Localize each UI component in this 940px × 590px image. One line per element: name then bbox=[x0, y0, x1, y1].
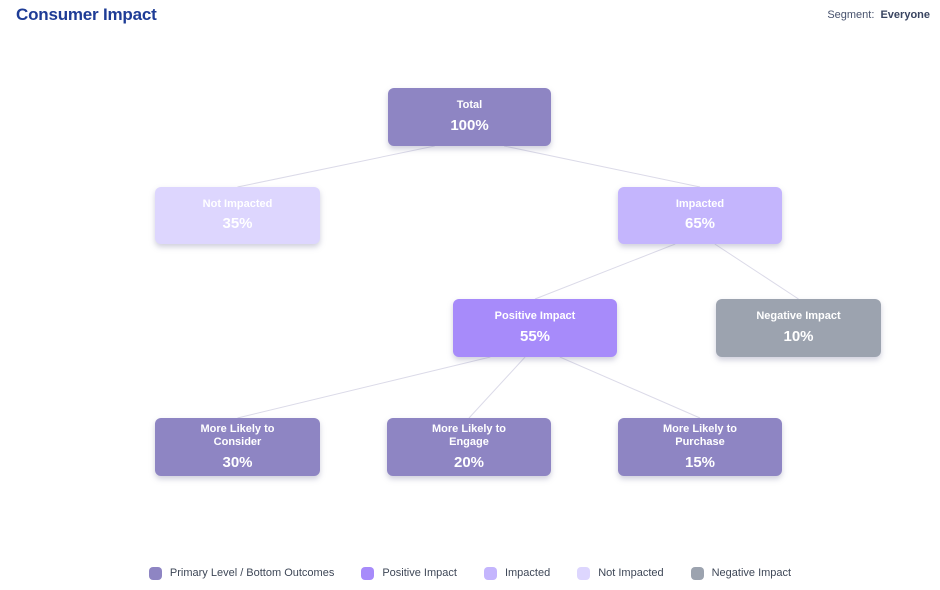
legend-swatch-icon bbox=[148, 566, 162, 580]
legend: Primary Level / Bottom Outcomes Positive … bbox=[0, 566, 940, 580]
legend-swatch-icon bbox=[483, 566, 497, 580]
tree-node-positive-impact[interactable]: Positive Impact 55% bbox=[453, 299, 617, 357]
node-label: More Likely to bbox=[432, 422, 506, 435]
connector-line bbox=[237, 145, 435, 188]
node-value: 15% bbox=[684, 453, 716, 471]
legend-label: Impacted bbox=[504, 567, 551, 579]
node-value: 65% bbox=[684, 215, 716, 233]
legend-swatch-icon bbox=[690, 566, 704, 580]
node-label: Positive Impact bbox=[494, 310, 576, 323]
node-value: 100% bbox=[450, 116, 489, 134]
segment-value: Everyone bbox=[880, 9, 930, 21]
legend-label: Negative Impact bbox=[711, 567, 792, 579]
tree-node-total[interactable]: Total 100% bbox=[388, 88, 551, 146]
legend-item-negative-impact: Negative Impact bbox=[690, 566, 792, 580]
connector-line bbox=[237, 356, 491, 419]
node-label: More Likely to bbox=[200, 422, 275, 435]
node-value: 35% bbox=[222, 215, 253, 233]
legend-item-not-impacted: Not Impacted bbox=[577, 566, 664, 580]
segment-indicator: Segment: Everyone bbox=[827, 9, 930, 21]
connector-line bbox=[468, 356, 526, 419]
segment-label: Segment: bbox=[827, 9, 875, 21]
node-label: Consider bbox=[213, 436, 262, 448]
node-label: Purchase bbox=[675, 436, 725, 448]
connector-line bbox=[503, 145, 701, 188]
connector-line bbox=[714, 243, 799, 300]
legend-swatch-icon bbox=[361, 566, 375, 580]
legend-item-positive-impact: Positive Impact bbox=[361, 566, 457, 580]
page-title: Consumer Impact bbox=[16, 5, 157, 24]
node-value: 10% bbox=[783, 327, 814, 345]
node-label: More Likely to bbox=[663, 422, 737, 435]
node-value: 20% bbox=[453, 453, 485, 471]
node-label: Total bbox=[456, 99, 483, 112]
node-value: 30% bbox=[222, 453, 253, 471]
node-value: 55% bbox=[519, 327, 551, 345]
legend-item-primary-level-bottom-outcomes: Primary Level / Bottom Outcomes bbox=[148, 566, 335, 580]
connector-line bbox=[559, 356, 701, 419]
legend-swatch-icon bbox=[577, 566, 591, 580]
node-label: Not Impacted bbox=[202, 197, 273, 210]
node-label: Engage bbox=[449, 436, 489, 448]
legend-label: Positive Impact bbox=[382, 567, 457, 579]
node-label: Negative Impact bbox=[756, 310, 841, 323]
tree-node-not-impacted[interactable]: Not Impacted 35% bbox=[155, 187, 320, 244]
tree-node-negative-impact[interactable]: Negative Impact 10% bbox=[716, 299, 881, 357]
node-label: Impacted bbox=[675, 197, 725, 210]
legend-label: Primary Level / Bottom Outcomes bbox=[169, 567, 335, 579]
tree-node-impacted[interactable]: Impacted 65% bbox=[618, 187, 782, 244]
connector-line bbox=[534, 243, 676, 300]
legend-item-impacted: Impacted bbox=[483, 566, 551, 580]
legend-label: Not Impacted bbox=[598, 567, 664, 579]
